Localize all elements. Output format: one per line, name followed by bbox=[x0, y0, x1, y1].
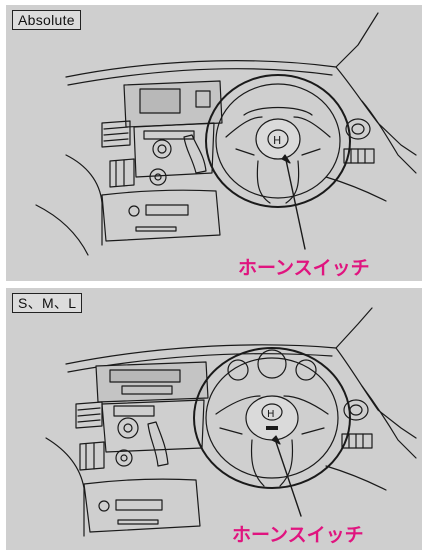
trim-label-absolute: Absolute bbox=[12, 10, 81, 30]
svg-text:H: H bbox=[273, 134, 281, 147]
svg-text:H: H bbox=[267, 409, 275, 420]
horn-switch-label-absolute: ホーンスイッチ bbox=[238, 257, 370, 279]
absolute-panel: Absolute bbox=[6, 5, 422, 281]
trim-label-sml: S、M、L bbox=[12, 293, 83, 313]
horn-switch-label-sml: ホーンスイッチ bbox=[232, 524, 364, 546]
dashboard-illustration-sml: H bbox=[45, 307, 417, 537]
dashboard-illustration-absolute: H bbox=[35, 12, 417, 256]
sml-panel: S、M、L bbox=[6, 288, 422, 550]
